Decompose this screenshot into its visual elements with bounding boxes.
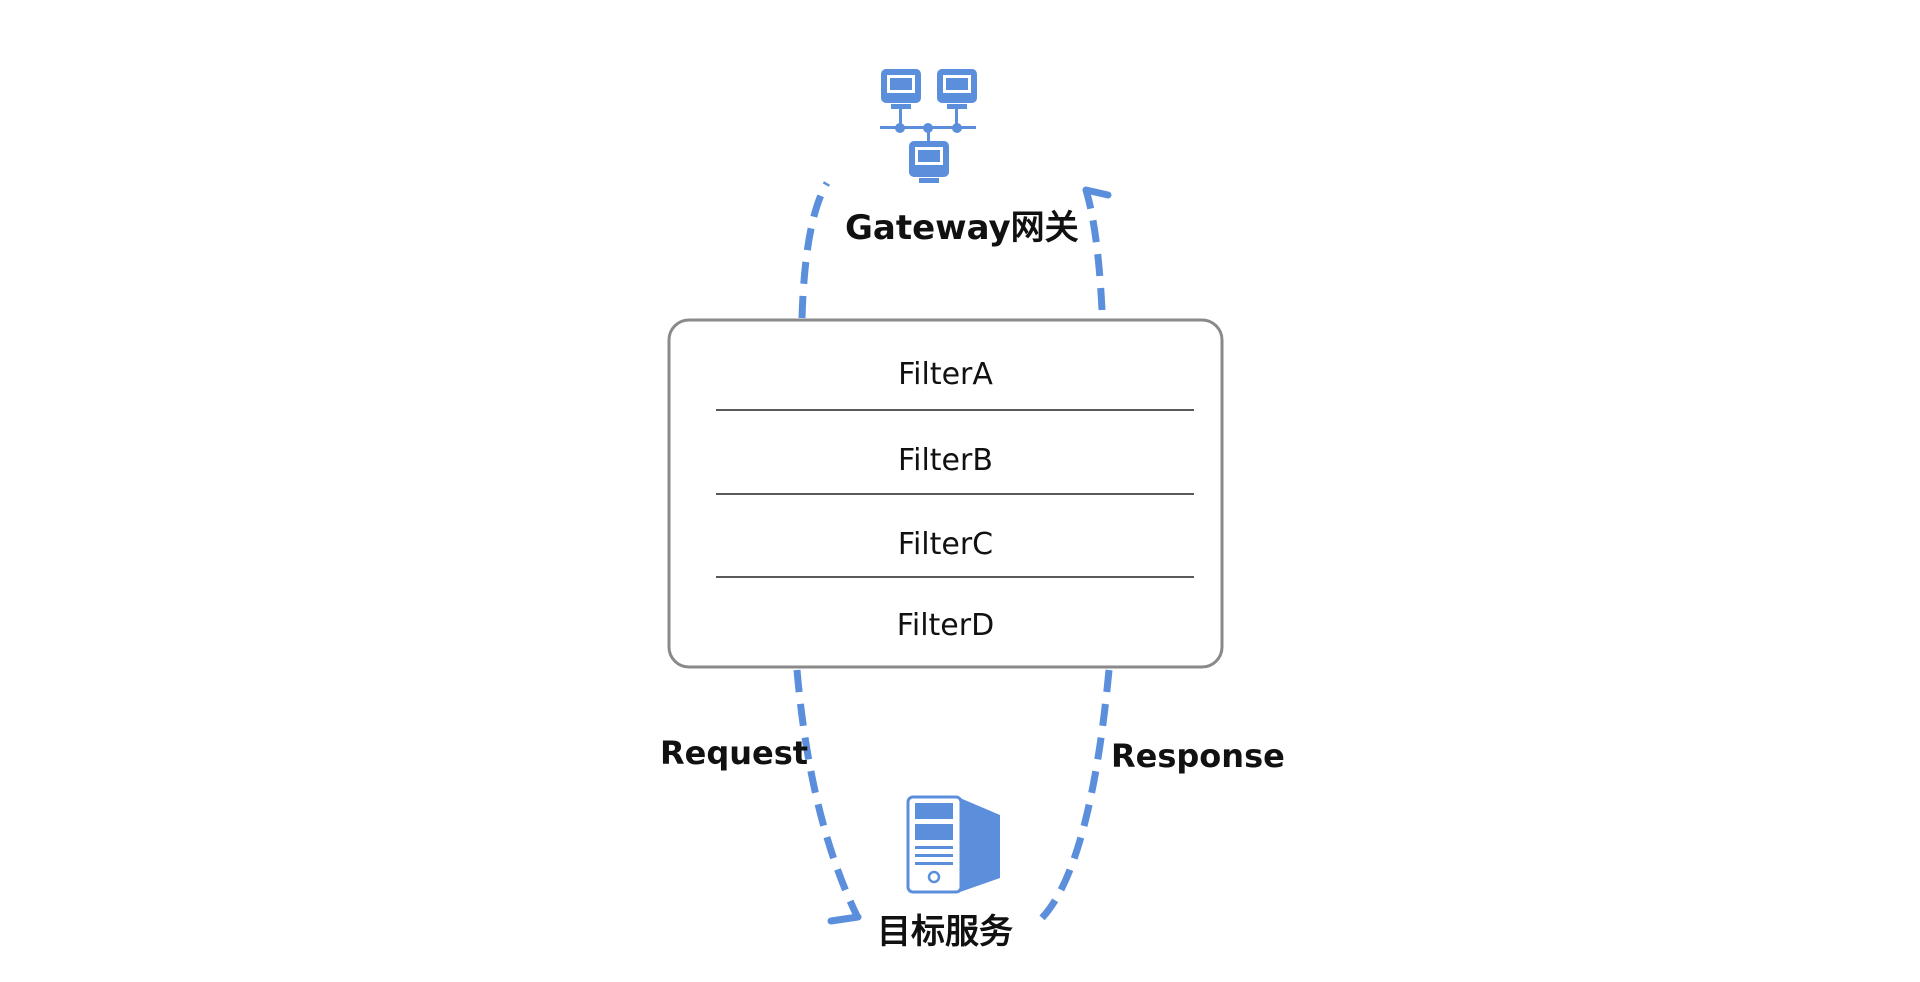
- target-service-label: 目标服务: [877, 912, 1013, 952]
- arrowhead: [1082, 186, 1112, 199]
- request-arrow-up: [798, 181, 831, 319]
- request-label: Request: [660, 734, 809, 772]
- filter-c: FilterC: [897, 527, 994, 562]
- response-arrow-down: [1037, 669, 1113, 923]
- gateway-label: Gateway网关: [845, 208, 1079, 248]
- network-icon: [880, 69, 977, 183]
- request-arrow-down: [793, 669, 862, 920]
- arrowhead: [827, 913, 862, 925]
- response-arrow-up: [1082, 188, 1106, 311]
- response-label: Response: [1111, 737, 1285, 775]
- filter-b: FilterB: [898, 443, 993, 478]
- filter-d: FilterD: [896, 608, 995, 643]
- filter-a: FilterA: [898, 357, 993, 392]
- server-icon: [906, 795, 1000, 894]
